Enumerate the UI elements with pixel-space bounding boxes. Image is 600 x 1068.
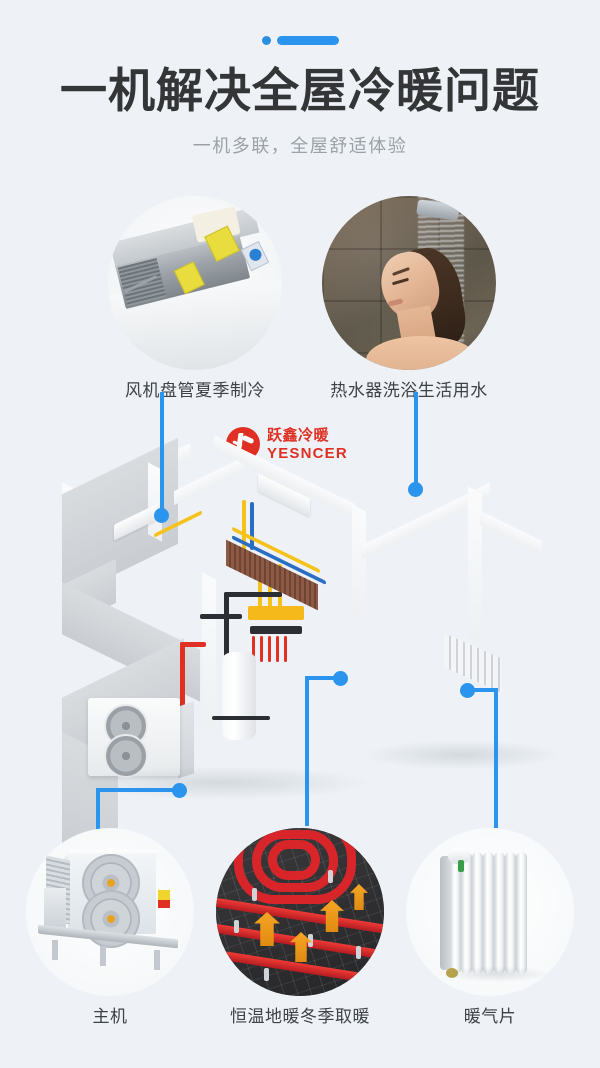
red-pipe bbox=[268, 636, 271, 662]
radiator-column bbox=[516, 852, 527, 974]
unit-body bbox=[88, 698, 180, 778]
callout-line-floor-heating bbox=[305, 676, 341, 680]
header-decoration bbox=[0, 33, 600, 47]
brand-logo-text: 跃鑫冷暖 YESNCER bbox=[267, 428, 348, 461]
feature-caption: 风机盘管夏季制冷 bbox=[125, 381, 265, 400]
manifold-valve-bar bbox=[250, 626, 302, 634]
feature-water-heater: 热水器洗浴生活用水 bbox=[322, 196, 496, 403]
heating-pipe-loop bbox=[234, 828, 356, 904]
indoor-radiator bbox=[444, 633, 502, 693]
person-shoulders bbox=[366, 336, 478, 370]
black-pipe bbox=[224, 592, 229, 664]
black-pipe bbox=[200, 614, 242, 619]
callout-line-main-unit bbox=[96, 788, 100, 830]
heat-pump-outdoor-unit-photo bbox=[26, 828, 194, 996]
callout-dot-main-unit bbox=[172, 783, 187, 798]
yellow-pipe bbox=[258, 564, 262, 608]
whole-house-cutaway-illustration bbox=[62, 435, 562, 880]
water-storage-tank bbox=[222, 652, 256, 740]
feature-fan-coil: 风机盘管夏季制冷 bbox=[108, 196, 282, 403]
black-pipe bbox=[224, 592, 282, 597]
feature-radiator: 暖气片 bbox=[406, 828, 574, 1029]
radiator-column bbox=[450, 852, 461, 974]
unit-leg bbox=[52, 940, 58, 960]
feature-caption: 恒温地暖冬季取暖 bbox=[230, 1007, 370, 1026]
pipe-clip bbox=[234, 920, 239, 933]
radiator-top-cap bbox=[448, 848, 470, 864]
callout-line-floor-heating bbox=[305, 676, 309, 826]
red-pipe bbox=[276, 636, 279, 662]
heat-rise-arrow-icon bbox=[290, 932, 312, 962]
red-pipe bbox=[252, 636, 255, 662]
callout-line-main-unit bbox=[96, 788, 182, 792]
decoration-bar-icon bbox=[276, 35, 339, 45]
callout-dot-floor-heating bbox=[333, 671, 348, 686]
decoration-dot-icon bbox=[261, 35, 271, 45]
radiator-column bbox=[505, 852, 516, 974]
house-wall bbox=[480, 510, 542, 556]
callout-line-fan-coil bbox=[160, 392, 164, 516]
feature-floor-heating: 恒温地暖冬季取暖 bbox=[216, 828, 384, 1029]
heating-manifold bbox=[248, 606, 304, 620]
unit-label bbox=[158, 890, 170, 908]
unit-leg bbox=[154, 950, 160, 970]
radiator-valve-icon bbox=[458, 860, 464, 872]
ground-shadow bbox=[72, 766, 372, 800]
red-pipe bbox=[180, 642, 185, 724]
red-pipe bbox=[180, 642, 206, 647]
radiator-column bbox=[483, 852, 494, 974]
pipe-clip bbox=[308, 934, 313, 947]
callout-line-radiator bbox=[494, 688, 498, 828]
brand-name-en: YESNCER bbox=[267, 444, 348, 462]
pipe-clip bbox=[252, 888, 257, 901]
page-subtitle: 一机多联，全屋舒适体验 bbox=[192, 136, 408, 156]
red-pipe bbox=[284, 636, 287, 662]
callout-line-water-heater bbox=[414, 392, 418, 490]
feature-caption: 热水器洗浴生活用水 bbox=[330, 381, 488, 400]
radiator-body bbox=[440, 848, 534, 978]
unit-leg bbox=[100, 946, 106, 966]
feature-caption: 暖气片 bbox=[463, 1007, 517, 1026]
unit-fan-icon bbox=[104, 734, 148, 778]
callout-dot-water-heater bbox=[408, 482, 423, 497]
page-title: 一机解决全屋冷暖问题 bbox=[60, 64, 540, 117]
house-wall bbox=[352, 504, 366, 620]
unit-control-panel bbox=[44, 888, 66, 928]
red-pipe bbox=[260, 636, 263, 662]
callout-dot-radiator bbox=[460, 683, 475, 698]
ground-shadow bbox=[442, 966, 552, 982]
house-wall bbox=[174, 456, 244, 506]
pipe-clip bbox=[356, 946, 361, 959]
pipe-clip bbox=[328, 870, 333, 883]
yellow-pipe bbox=[242, 500, 246, 552]
panel-radiator-photo bbox=[406, 828, 574, 996]
radiator-column bbox=[461, 852, 472, 974]
heat-rise-arrow-icon bbox=[350, 884, 368, 910]
heating-pipe-loop bbox=[252, 830, 338, 892]
pipe-clip bbox=[264, 968, 269, 981]
feature-caption: 主机 bbox=[92, 1007, 128, 1026]
brand-name-cn: 跃鑫冷暖 bbox=[267, 426, 330, 444]
blue-pipe bbox=[250, 502, 254, 550]
radiator-column bbox=[472, 852, 483, 974]
underfloor-heating-pipes-photo bbox=[216, 828, 384, 996]
shower-woman-photo bbox=[322, 196, 496, 370]
callout-dot-fan-coil bbox=[154, 508, 169, 523]
house-wall bbox=[202, 572, 216, 732]
feature-main-unit: 主机 bbox=[26, 828, 194, 1029]
callout-line-radiator bbox=[466, 688, 498, 692]
radiator-bottom-fitting bbox=[446, 968, 458, 978]
fan-coil-unit-photo bbox=[108, 196, 282, 370]
ground-shadow bbox=[362, 740, 562, 770]
black-pipe bbox=[212, 716, 270, 720]
radiator-column bbox=[494, 852, 505, 974]
outdoor-heat-pump-unit bbox=[88, 698, 194, 779]
